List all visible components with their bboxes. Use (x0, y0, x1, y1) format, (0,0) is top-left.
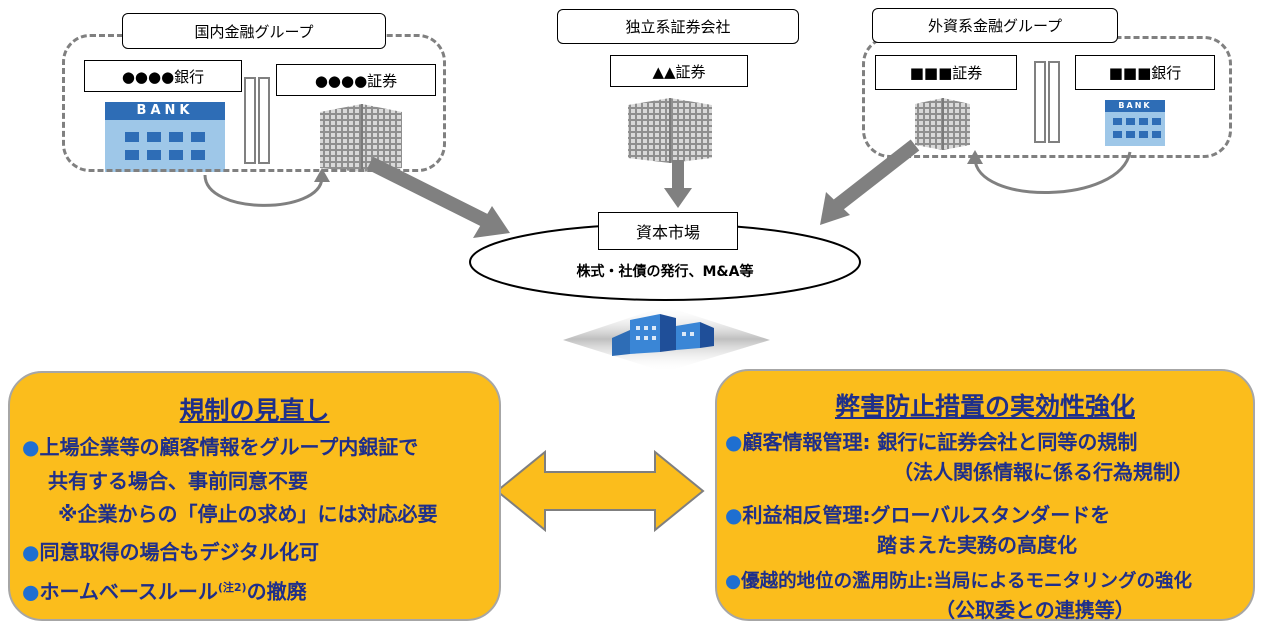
domestic-group-title: 国内金融グループ (122, 13, 386, 49)
bullet-icon: ● (725, 571, 742, 592)
regulation-review-panel: 規制の見直し ●上場企業等の顧客情報をグループ内銀証で 共有する場合、事前同意不… (8, 371, 501, 621)
independent-group-title: 独立系証券会社 (557, 9, 799, 44)
left-item-3: ●ホームベースルール(注2)の撤廃 (22, 579, 307, 604)
right-item-2-cont: 踏まえた実務の高度化 (877, 533, 1077, 557)
market-title: 資本市場 (598, 212, 738, 250)
left-panel-title: 規制の見直し (179, 396, 330, 425)
foreign-bank-building-icon (1105, 100, 1165, 146)
domestic-bank-building-icon (105, 102, 225, 172)
foreign-group-title: 外資系金融グループ (872, 8, 1118, 43)
bullet-icon: ● (22, 540, 40, 564)
right-item-3: ●優越的地位の濫用防止:当局によるモニタリングの強化 (725, 571, 1193, 592)
bullet-icon: ● (22, 435, 40, 459)
right-item-3-cont: （公取委との連携等） (935, 598, 1135, 622)
left-item-2: ●同意取得の場合もデジタル化可 (22, 540, 320, 564)
bullet-icon: ● (22, 579, 40, 604)
firewall-icon (244, 77, 256, 164)
bullet-icon: ● (725, 503, 743, 527)
independent-securities-name: ▲▲証券 (610, 55, 748, 87)
note-2-superscript: (注2) (217, 581, 247, 594)
foreign-securities-name: ■■■証券 (875, 55, 1017, 90)
domestic-bank-sign: BANK (136, 103, 194, 118)
independent-securities-building-icon (628, 98, 712, 163)
left-item-1: ●上場企業等の顧客情報をグループ内銀証で (22, 435, 419, 459)
domestic-bank-name: ●●●●銀行 (84, 60, 242, 92)
bidirectional-arrow (495, 449, 705, 533)
foreign-bank-sign: BANK (1118, 101, 1152, 110)
firewall-icon (1048, 61, 1060, 143)
left-item-1-cont: 共有する場合、事前同意不要 (48, 469, 308, 493)
foreign-securities-building-icon (915, 98, 970, 150)
corporate-buildings-icon (563, 306, 770, 372)
domestic-to-market-arrow (366, 156, 492, 229)
right-item-2: ●利益相反管理:グローバルスタンダードを (725, 503, 1111, 527)
effectiveness-panel: 弊害防止措置の実効性強化 ●顧客情報管理: 銀行に証券会社と同等の規制 （法人関… (715, 369, 1255, 622)
left-item-1-note: ※企業からの「停止の求め」には対応必要 (58, 502, 438, 526)
right-item-1-cont: （法人関係情報に係る行為規制） (893, 460, 1193, 484)
foreign-bank-name: ■■■銀行 (1075, 55, 1215, 90)
domestic-securities-building-icon (320, 104, 402, 172)
firewall-icon (258, 77, 270, 164)
domestic-securities-name: ●●●●証券 (276, 64, 436, 96)
market-subtitle: 株式・社債の発行、M&A等 (576, 264, 754, 280)
right-item-1: ●顧客情報管理: 銀行に証券会社と同等の規制 (725, 430, 1138, 454)
firewall-icon (1034, 61, 1046, 143)
right-panel-title: 弊害防止措置の実効性強化 (834, 392, 1135, 421)
bullet-icon: ● (725, 430, 743, 454)
